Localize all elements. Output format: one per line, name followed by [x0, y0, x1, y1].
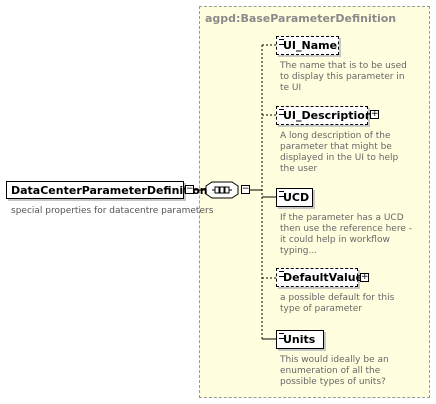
element-ucd-description: If the parameter has a UCD then use the …	[280, 213, 430, 257]
element-name: Units	[283, 333, 316, 346]
description-line: typing...	[280, 246, 318, 256]
description-line: then use the reference here -	[280, 224, 412, 234]
root-collapse-toggle-icon[interactable]: −	[185, 184, 194, 194]
description-line: enumeration of all the	[280, 366, 381, 376]
description-line: to display this parameter in	[280, 72, 405, 82]
element-ui-name[interactable]: UI_Name	[276, 36, 339, 55]
expand-default-value-icon[interactable]: +	[360, 272, 369, 282]
element-content-icon	[279, 271, 284, 277]
element-ui-description-description: A long description of the parameter that…	[280, 131, 420, 175]
root-element-box[interactable]: DataCenterParameterDefinition	[6, 181, 208, 199]
element-content-icon	[279, 109, 284, 115]
description-line: If the parameter has a UCD	[280, 213, 404, 223]
expand-ui-description-icon[interactable]: +	[370, 109, 379, 119]
element-units[interactable]: Units	[276, 330, 324, 349]
element-units-description: This would ideally be an enumeration of …	[280, 355, 420, 388]
element-ucd[interactable]: UCD	[276, 188, 313, 207]
element-content-icon	[279, 191, 284, 197]
element-content-icon	[279, 333, 284, 339]
element-default-value[interactable]: DefaultValue	[276, 268, 363, 287]
description-line: This would ideally be an	[280, 355, 389, 365]
element-content-icon	[279, 39, 284, 45]
complex-type-title: agpd:BaseParameterDefinition	[205, 12, 397, 25]
description-line: A long description of the	[280, 131, 391, 141]
element-default-value-description: a possible default for this type of para…	[280, 293, 420, 315]
element-name: DefaultValue	[283, 271, 364, 284]
description-line: the user	[280, 164, 318, 174]
element-name: UCD	[283, 191, 310, 204]
description-line: te UI	[280, 83, 302, 93]
sequence-compositor-icon	[205, 181, 239, 199]
description-line: possible types of units?	[280, 377, 386, 387]
description-line: The name that is to be used	[280, 61, 407, 71]
sequence-collapse-toggle-icon[interactable]: −	[241, 184, 250, 194]
description-line: it could help in workflow	[280, 235, 390, 245]
root-element-name: DataCenterParameterDefinition	[11, 184, 208, 197]
description-line: type of parameter	[280, 304, 363, 314]
root-element-description: special properties for datacentre parame…	[11, 206, 214, 216]
element-name: UI_Description	[283, 109, 373, 122]
element-ui-name-description: The name that is to be used to display t…	[280, 61, 420, 94]
description-line: parameter that might be	[280, 142, 392, 152]
description-line: displayed in the UI to help	[280, 153, 399, 163]
element-ui-description[interactable]: UI_Description	[276, 106, 373, 125]
element-name: UI_Name	[283, 39, 338, 52]
description-line: a possible default for this	[280, 293, 395, 303]
